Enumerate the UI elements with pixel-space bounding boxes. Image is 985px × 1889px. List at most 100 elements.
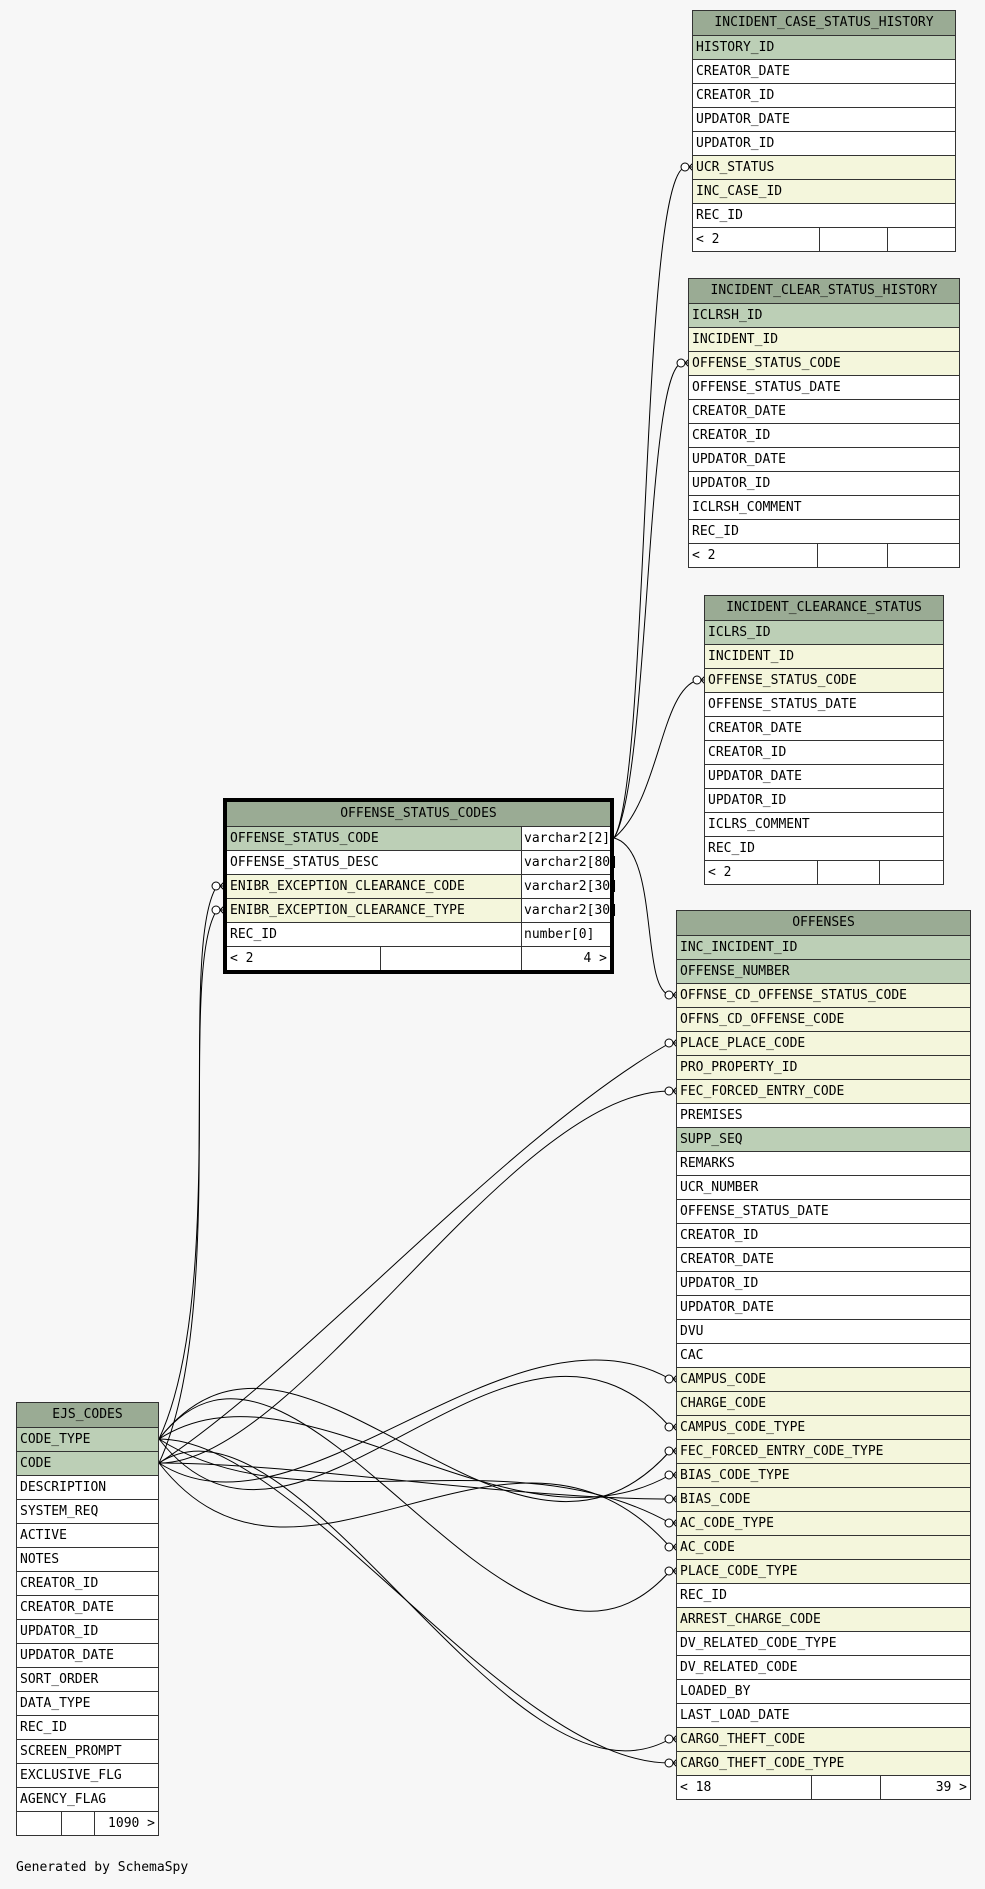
column-creator-id[interactable]: CREATOR_ID — [689, 423, 959, 447]
column-ucr-status[interactable]: UCR_STATUS — [693, 155, 955, 179]
relationship-line — [158, 1438, 671, 1764]
column-offense-status-code[interactable]: OFFENSE_STATUS_CODE — [705, 668, 943, 692]
column-updator-date[interactable]: UPDATOR_DATE — [677, 1295, 970, 1319]
column-iclrs-id[interactable]: ICLRS_ID — [705, 620, 943, 644]
optional-marker — [664, 1470, 674, 1480]
column-creator-date[interactable]: CREATOR_DATE — [677, 1247, 970, 1271]
column-updator-id[interactable]: UPDATOR_ID — [677, 1271, 970, 1295]
column-dv-related-code[interactable]: DV_RELATED_CODE — [677, 1655, 970, 1679]
column-creator-id[interactable]: CREATOR_ID — [705, 740, 943, 764]
column-dv-related-code-type[interactable]: DV_RELATED_CODE_TYPE — [677, 1631, 970, 1655]
column-rec-id[interactable]: REC_ID — [677, 1583, 970, 1607]
column-updator-id[interactable]: UPDATOR_ID — [17, 1619, 158, 1643]
column-rec-id[interactable]: REC_ID — [705, 836, 943, 860]
column-name: DESCRIPTION — [20, 1480, 107, 1495]
column-offense-status-date[interactable]: OFFENSE_STATUS_DATE — [677, 1199, 970, 1223]
column-incident-id[interactable]: INCIDENT_ID — [705, 644, 943, 668]
column-cargo-theft-code-type[interactable]: CARGO_THEFT_CODE_TYPE — [677, 1751, 970, 1775]
column-campus-code[interactable]: CAMPUS_CODE — [677, 1367, 970, 1391]
column-ac-code-type[interactable]: AC_CODE_TYPE — [677, 1511, 970, 1535]
column-rec-id[interactable]: REC_ID — [17, 1715, 158, 1739]
column-creator-id[interactable]: CREATOR_ID — [693, 83, 955, 107]
column-updator-date[interactable]: UPDATOR_DATE — [17, 1643, 158, 1667]
optional-marker — [680, 162, 690, 172]
column-dvu[interactable]: DVU — [677, 1319, 970, 1343]
column-updator-id[interactable]: UPDATOR_ID — [693, 131, 955, 155]
column-name: CREATOR_ID — [692, 428, 771, 443]
column-creator-date[interactable]: CREATOR_DATE — [17, 1595, 158, 1619]
table-footer: 1090 > — [17, 1811, 158, 1835]
column-incident-id[interactable]: INCIDENT_ID — [689, 327, 959, 351]
column-offense-status-date[interactable]: OFFENSE_STATUS_DATE — [689, 375, 959, 399]
column-updator-date[interactable]: UPDATOR_DATE — [693, 107, 955, 131]
column-code[interactable]: CODE — [17, 1451, 158, 1475]
column-sort-order[interactable]: SORT_ORDER — [17, 1667, 158, 1691]
column-system-req[interactable]: SYSTEM_REQ — [17, 1499, 158, 1523]
column-last-load-date[interactable]: LAST_LOAD_DATE — [677, 1703, 970, 1727]
column-place-code-type[interactable]: PLACE_CODE_TYPE — [677, 1559, 970, 1583]
column-offns-cd-offense-code[interactable]: OFFNS_CD_OFFENSE_CODE — [677, 1007, 970, 1031]
column-agency-flag[interactable]: AGENCY_FLAG — [17, 1787, 158, 1811]
column-exclusive-flg[interactable]: EXCLUSIVE_FLG — [17, 1763, 158, 1787]
column-description[interactable]: DESCRIPTION — [17, 1475, 158, 1499]
column-arrest-charge-code[interactable]: ARREST_CHARGE_CODE — [677, 1607, 970, 1631]
column-updator-id[interactable]: UPDATOR_ID — [705, 788, 943, 812]
column-iclrsh-comment[interactable]: ICLRSH_COMMENT — [689, 495, 959, 519]
column-creator-date[interactable]: CREATOR_DATE — [689, 399, 959, 423]
column-inc-incident-id[interactable]: INC_INCIDENT_ID — [677, 935, 970, 959]
column-bias-code-type[interactable]: BIAS_CODE_TYPE — [677, 1463, 970, 1487]
column-code-type[interactable]: CODE_TYPE — [17, 1427, 158, 1451]
column-inc-case-id[interactable]: INC_CASE_ID — [693, 179, 955, 203]
column-name: DV_RELATED_CODE_TYPE — [680, 1636, 837, 1651]
column-supp-seq[interactable]: SUPP_SEQ — [677, 1127, 970, 1151]
column-ac-code[interactable]: AC_CODE — [677, 1535, 970, 1559]
column-screen-prompt[interactable]: SCREEN_PROMPT — [17, 1739, 158, 1763]
column-creator-id[interactable]: CREATOR_ID — [677, 1223, 970, 1247]
column-premises[interactable]: PREMISES — [677, 1103, 970, 1127]
column-remarks[interactable]: REMARKS — [677, 1151, 970, 1175]
column-cac[interactable]: CAC — [677, 1343, 970, 1367]
column-rec-id[interactable]: REC_ID — [693, 203, 955, 227]
column-creator-date[interactable]: CREATOR_DATE — [705, 716, 943, 740]
column-iclrsh-id[interactable]: ICLRSH_ID — [689, 303, 959, 327]
column-offense-status-date[interactable]: OFFENSE_STATUS_DATE — [705, 692, 943, 716]
column-creator-id[interactable]: CREATOR_ID — [17, 1571, 158, 1595]
column-name: AGENCY_FLAG — [20, 1792, 107, 1807]
column-offense-status-code[interactable]: OFFENSE_STATUS_CODE — [689, 351, 959, 375]
column-cargo-theft-code[interactable]: CARGO_THEFT_CODE — [677, 1727, 970, 1751]
column-updator-id[interactable]: UPDATOR_ID — [689, 471, 959, 495]
column-fec-forced-entry-code-type[interactable]: FEC_FORCED_ENTRY_CODE_TYPE — [677, 1439, 970, 1463]
column-notes[interactable]: NOTES — [17, 1547, 158, 1571]
column-creator-date[interactable]: CREATOR_DATE — [693, 59, 955, 83]
column-name: OFFENSE_NUMBER — [680, 964, 790, 979]
table-title: OFFENSE_STATUS_CODES — [227, 802, 610, 826]
column-charge-code[interactable]: CHARGE_CODE — [677, 1391, 970, 1415]
column-offense-number[interactable]: OFFENSE_NUMBER — [677, 959, 970, 983]
column-campus-code-type[interactable]: CAMPUS_CODE_TYPE — [677, 1415, 970, 1439]
column-active[interactable]: ACTIVE — [17, 1523, 158, 1547]
column-fec-forced-entry-code[interactable]: FEC_FORCED_ENTRY_CODE — [677, 1079, 970, 1103]
column-data-type[interactable]: DATA_TYPE — [17, 1691, 158, 1715]
column-offnse-cd-offense-status-code[interactable]: OFFNSE_CD_OFFENSE_STATUS_CODE — [677, 983, 970, 1007]
column-updator-date[interactable]: UPDATOR_DATE — [705, 764, 943, 788]
column-updator-date[interactable]: UPDATOR_DATE — [689, 447, 959, 471]
column-place-place-code[interactable]: PLACE_PLACE_CODE — [677, 1031, 970, 1055]
column-history-id[interactable]: HISTORY_ID — [693, 35, 955, 59]
column-loaded-by[interactable]: LOADED_BY — [677, 1679, 970, 1703]
column-iclrs-comment[interactable]: ICLRS_COMMENT — [705, 812, 943, 836]
column-ucr-number[interactable]: UCR_NUMBER — [677, 1175, 970, 1199]
column-rec-id[interactable]: REC_ID — [689, 519, 959, 543]
column-bias-code[interactable]: BIAS_CODE — [677, 1487, 970, 1511]
column-pro-property-id[interactable]: PRO_PROPERTY_ID — [677, 1055, 970, 1079]
